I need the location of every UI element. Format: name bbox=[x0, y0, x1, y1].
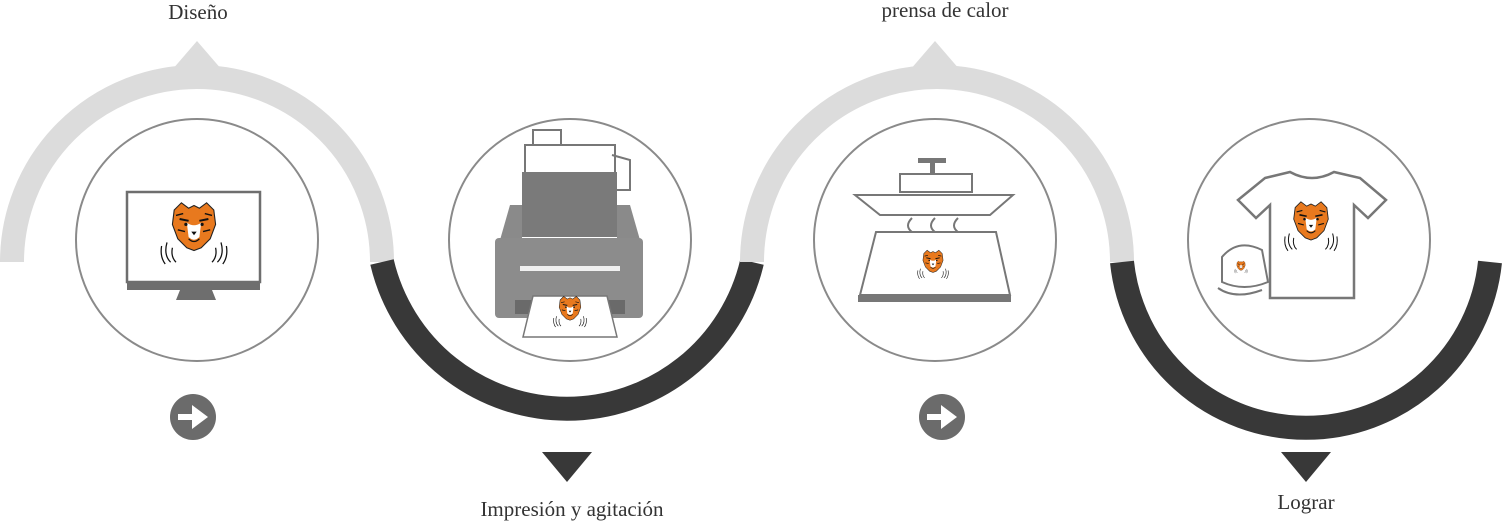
arc-pointer-step-4 bbox=[1281, 452, 1331, 482]
arrow-right-circle-icon bbox=[170, 394, 216, 440]
arc-pointer-step-1 bbox=[172, 41, 222, 70]
arrow-right-circle-icon bbox=[919, 394, 965, 440]
step-label-heat-press: prensa de calor bbox=[881, 0, 1008, 22]
step-label-printing-shaking: Impresión y agitación bbox=[480, 497, 663, 521]
step-label-achieve: Lograr bbox=[1277, 490, 1334, 514]
step-label-design: Diseño bbox=[168, 0, 228, 24]
arc-pointer-step-2 bbox=[542, 452, 592, 482]
monitor-illustration bbox=[127, 192, 260, 300]
arc-pointer-step-3 bbox=[910, 41, 960, 70]
